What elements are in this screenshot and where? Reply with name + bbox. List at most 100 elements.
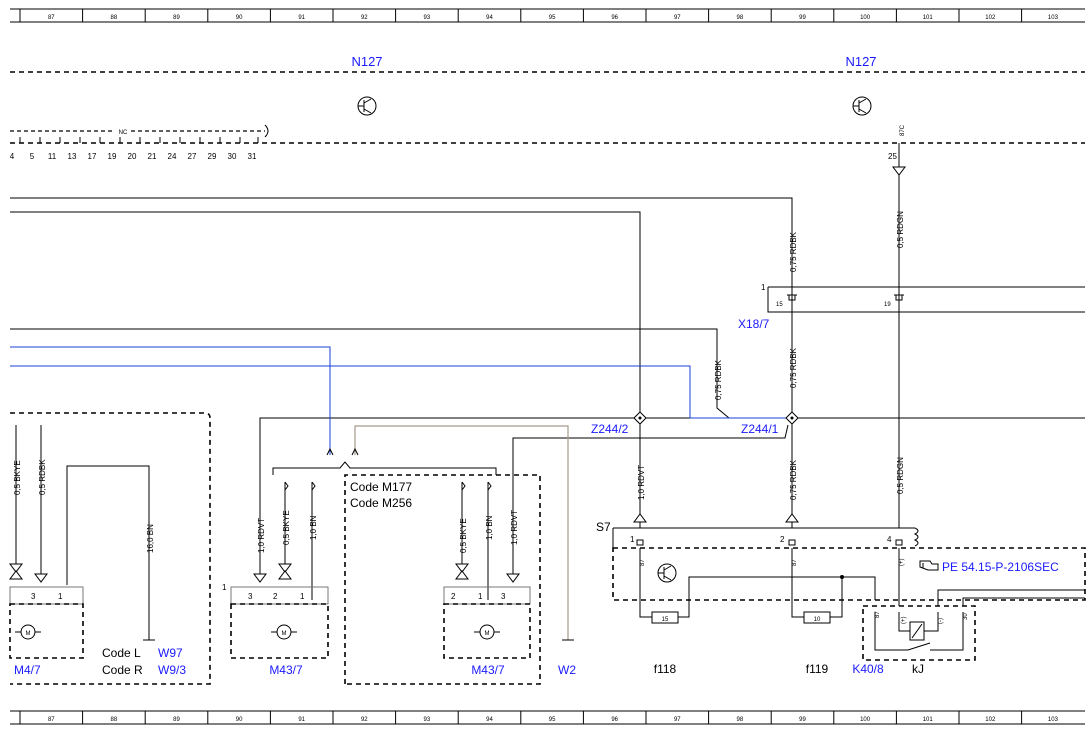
grid-columns: 8787888889899090919192929393949495959696… — [19, 9, 1059, 724]
z244-2-label[interactable]: Z244/2 — [591, 422, 629, 436]
grid-column-label: 102 — [985, 717, 996, 723]
code-brace — [272, 461, 497, 475]
wire-rdvt-trunk[interactable] — [10, 211, 641, 418]
grid-column-label: 102 — [985, 15, 996, 21]
wire-rdvt-m43b[interactable] — [512, 424, 789, 575]
grid-column-label: 91 — [298, 717, 305, 723]
s7-pin: 1 — [630, 535, 635, 544]
n127-left-label[interactable]: N127 — [351, 54, 382, 69]
grid-column-label: 96 — [611, 717, 618, 723]
grid-column-label: 103 — [1048, 717, 1059, 723]
relay-pin: 87 — [875, 611, 881, 618]
grid-column-label: 98 — [737, 717, 744, 723]
module-pin: 21 — [148, 152, 157, 161]
m4-pin: 3 — [31, 592, 36, 601]
wire-label: 0,75 RDBK — [789, 231, 798, 272]
m43a-pin: 1 — [300, 592, 305, 601]
m4-7-label[interactable]: M4/7 — [14, 663, 41, 677]
grid-column-label: 100 — [860, 15, 871, 21]
code-l-label: Code L — [102, 646, 141, 660]
grid-column-label: 92 — [361, 717, 368, 723]
grid-column-label: 91 — [298, 15, 305, 21]
wire-label: 1,0 RDVT — [257, 518, 266, 553]
z244-1-label[interactable]: Z244/1 — [741, 422, 779, 436]
wire-rdvt-m43a[interactable] — [259, 417, 635, 575]
s7-pin: 2 — [780, 535, 785, 544]
grid-column-label: 99 — [799, 15, 806, 21]
x18-pin-19: 19 — [884, 302, 891, 308]
transistor-icon — [852, 96, 872, 116]
k40-8-relay-box — [862, 605, 976, 661]
grid-ruler-bottom — [10, 710, 1085, 725]
m43-7-a-label[interactable]: M43/7 — [269, 663, 303, 677]
grid-column-label: 94 — [486, 717, 493, 723]
w2-label[interactable]: W2 — [558, 663, 576, 677]
grid-ruler-top — [10, 8, 1085, 23]
code-m177-enclosure — [344, 474, 541, 685]
module-pin: 30 — [228, 152, 237, 161]
m43-7-b-motor-box — [443, 603, 531, 659]
wire-rdbk-top[interactable] — [10, 197, 793, 295]
wire-label: 1,0 RDVT — [510, 510, 519, 545]
s7-connector — [612, 513, 919, 548]
grid-column-label: 88 — [111, 717, 118, 723]
splice-z244-2-icon — [633, 411, 647, 425]
grid-column-label: 101 — [923, 717, 934, 723]
module-pin: 24 — [168, 152, 177, 161]
m43b-pin: 1 — [478, 592, 483, 601]
grid-column-label: 94 — [486, 15, 493, 21]
module-pin: 27 — [188, 152, 197, 161]
module-pin: 5 — [30, 152, 35, 161]
code-m256-label: Code M256 — [350, 496, 412, 510]
grid-column-label: 96 — [611, 15, 618, 21]
wire-label: 1,0 BN — [309, 515, 318, 540]
motor-icon: M — [474, 624, 500, 640]
grid-column-label: 92 — [361, 15, 368, 21]
x18-7-connector — [767, 286, 1085, 313]
grid-column-label: 87 — [48, 717, 55, 723]
relay-pin: 30 — [963, 613, 969, 620]
m43a-pin: 3 — [248, 592, 253, 601]
m43a-pin: 1 — [222, 583, 227, 592]
wire-rdbk-mid-left[interactable] — [10, 328, 730, 419]
module-pin: 19 — [108, 152, 117, 161]
m43b-connector — [443, 586, 531, 605]
svg-text:M: M — [282, 631, 287, 637]
module-pin: 4 — [10, 152, 15, 161]
wire-label: 1,0 RDVT — [637, 465, 646, 500]
kj-label: kJ — [912, 662, 924, 676]
transistor-icon — [657, 563, 677, 583]
wire-ground-w2[interactable] — [354, 425, 569, 640]
w97-label[interactable]: W97 — [158, 646, 183, 660]
m43-7-a-motor-box — [230, 603, 329, 659]
m43a-connector — [230, 586, 329, 605]
svg-text:M: M — [485, 631, 490, 637]
wire-label: 0,5 BKYE — [282, 510, 291, 545]
code-r-label: Code R — [102, 663, 143, 677]
module-pin: 17 — [88, 152, 97, 161]
reference-link[interactable]: PE 54.15-P-2106SEC — [942, 560, 1059, 574]
motor-icon: M — [271, 624, 297, 640]
wire-blue-2[interactable] — [10, 365, 786, 419]
m43b-pin: 2 — [451, 592, 456, 601]
fuse-module-border — [612, 547, 1086, 601]
m43-7-b-label[interactable]: M43/7 — [471, 663, 505, 677]
pin-87c: 87C — [900, 124, 906, 136]
relay-pin: (+) — [901, 616, 907, 624]
wire-blue-1[interactable] — [10, 346, 331, 455]
wire-label: 0,75 RDBK — [789, 347, 798, 388]
splice-z244-1-icon — [785, 411, 799, 425]
x18-7-label[interactable]: X18/7 — [738, 317, 770, 331]
grid-column-label: 99 — [799, 717, 806, 723]
m4-pin: 1 — [58, 592, 63, 601]
w9-3-label[interactable]: W9/3 — [158, 663, 186, 677]
grid-column-label: 89 — [173, 717, 180, 723]
grid-column-label: 100 — [860, 717, 871, 723]
wire-label: 0,5 RDGN — [896, 211, 905, 248]
module-pin: 31 — [248, 152, 257, 161]
k40-8-label[interactable]: K40/8 — [852, 662, 884, 676]
n127-right-label[interactable]: N127 — [845, 54, 876, 69]
s7-label: S7 — [596, 520, 611, 534]
